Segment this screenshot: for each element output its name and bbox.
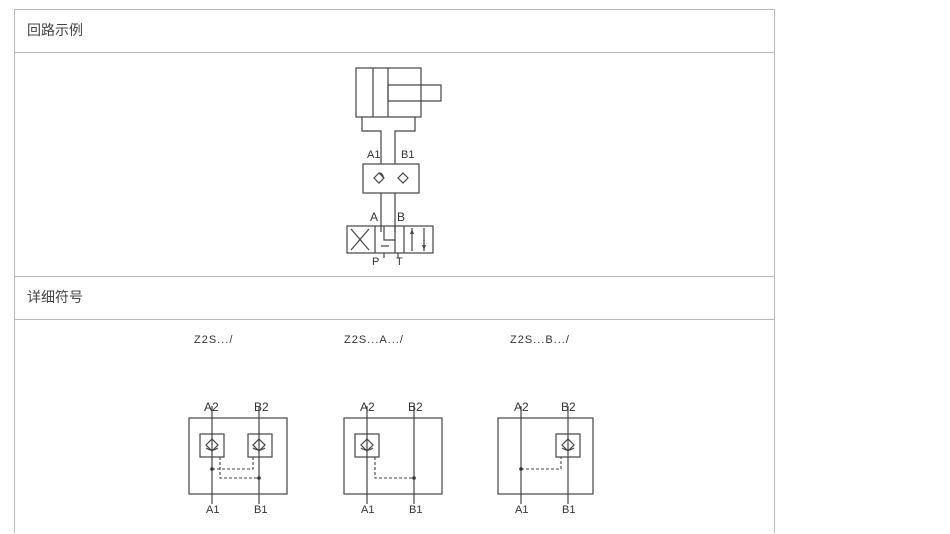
port-label-a1: A1 [367, 149, 380, 161]
port-label-b1: B1 [254, 504, 267, 516]
port-label-b1: B1 [401, 149, 414, 161]
port-label-b2: B2 [561, 400, 576, 414]
section-header-circuit-example: 回路示例 [15, 10, 774, 53]
model-label-z2s-a: Z2S...A.../ [344, 334, 404, 346]
port-label-a2: A2 [514, 400, 529, 414]
port-label-b2: B2 [254, 400, 269, 414]
port-label-a1: A1 [361, 504, 374, 516]
hydraulic-cylinder-icon [355, 67, 442, 164]
port-label-b1: B1 [409, 504, 422, 516]
section-header-detailed-symbols: 详细符号 [15, 276, 774, 320]
port-label-b: B [397, 210, 405, 224]
model-label-z2s-b: Z2S...B.../ [510, 334, 570, 346]
port-label-t: T [396, 256, 403, 268]
directional-valve-icon [346, 225, 434, 258]
port-label-p: P [372, 256, 379, 268]
port-label-a2: A2 [360, 400, 375, 414]
port-label-a: A [370, 210, 378, 224]
symbol-z2s-icon [188, 406, 288, 504]
symbol-z2s-a-icon [343, 406, 443, 504]
symbol-z2s-b-icon [497, 406, 594, 504]
model-label-z2s: Z2S.../ [194, 334, 233, 346]
port-label-b1: B1 [562, 504, 575, 516]
port-label-b2: B2 [408, 400, 423, 414]
port-label-a2: A2 [204, 400, 219, 414]
port-label-a1: A1 [515, 504, 528, 516]
port-label-a1: A1 [206, 504, 219, 516]
spec-table: 回路示例 详细符号 [14, 9, 775, 533]
